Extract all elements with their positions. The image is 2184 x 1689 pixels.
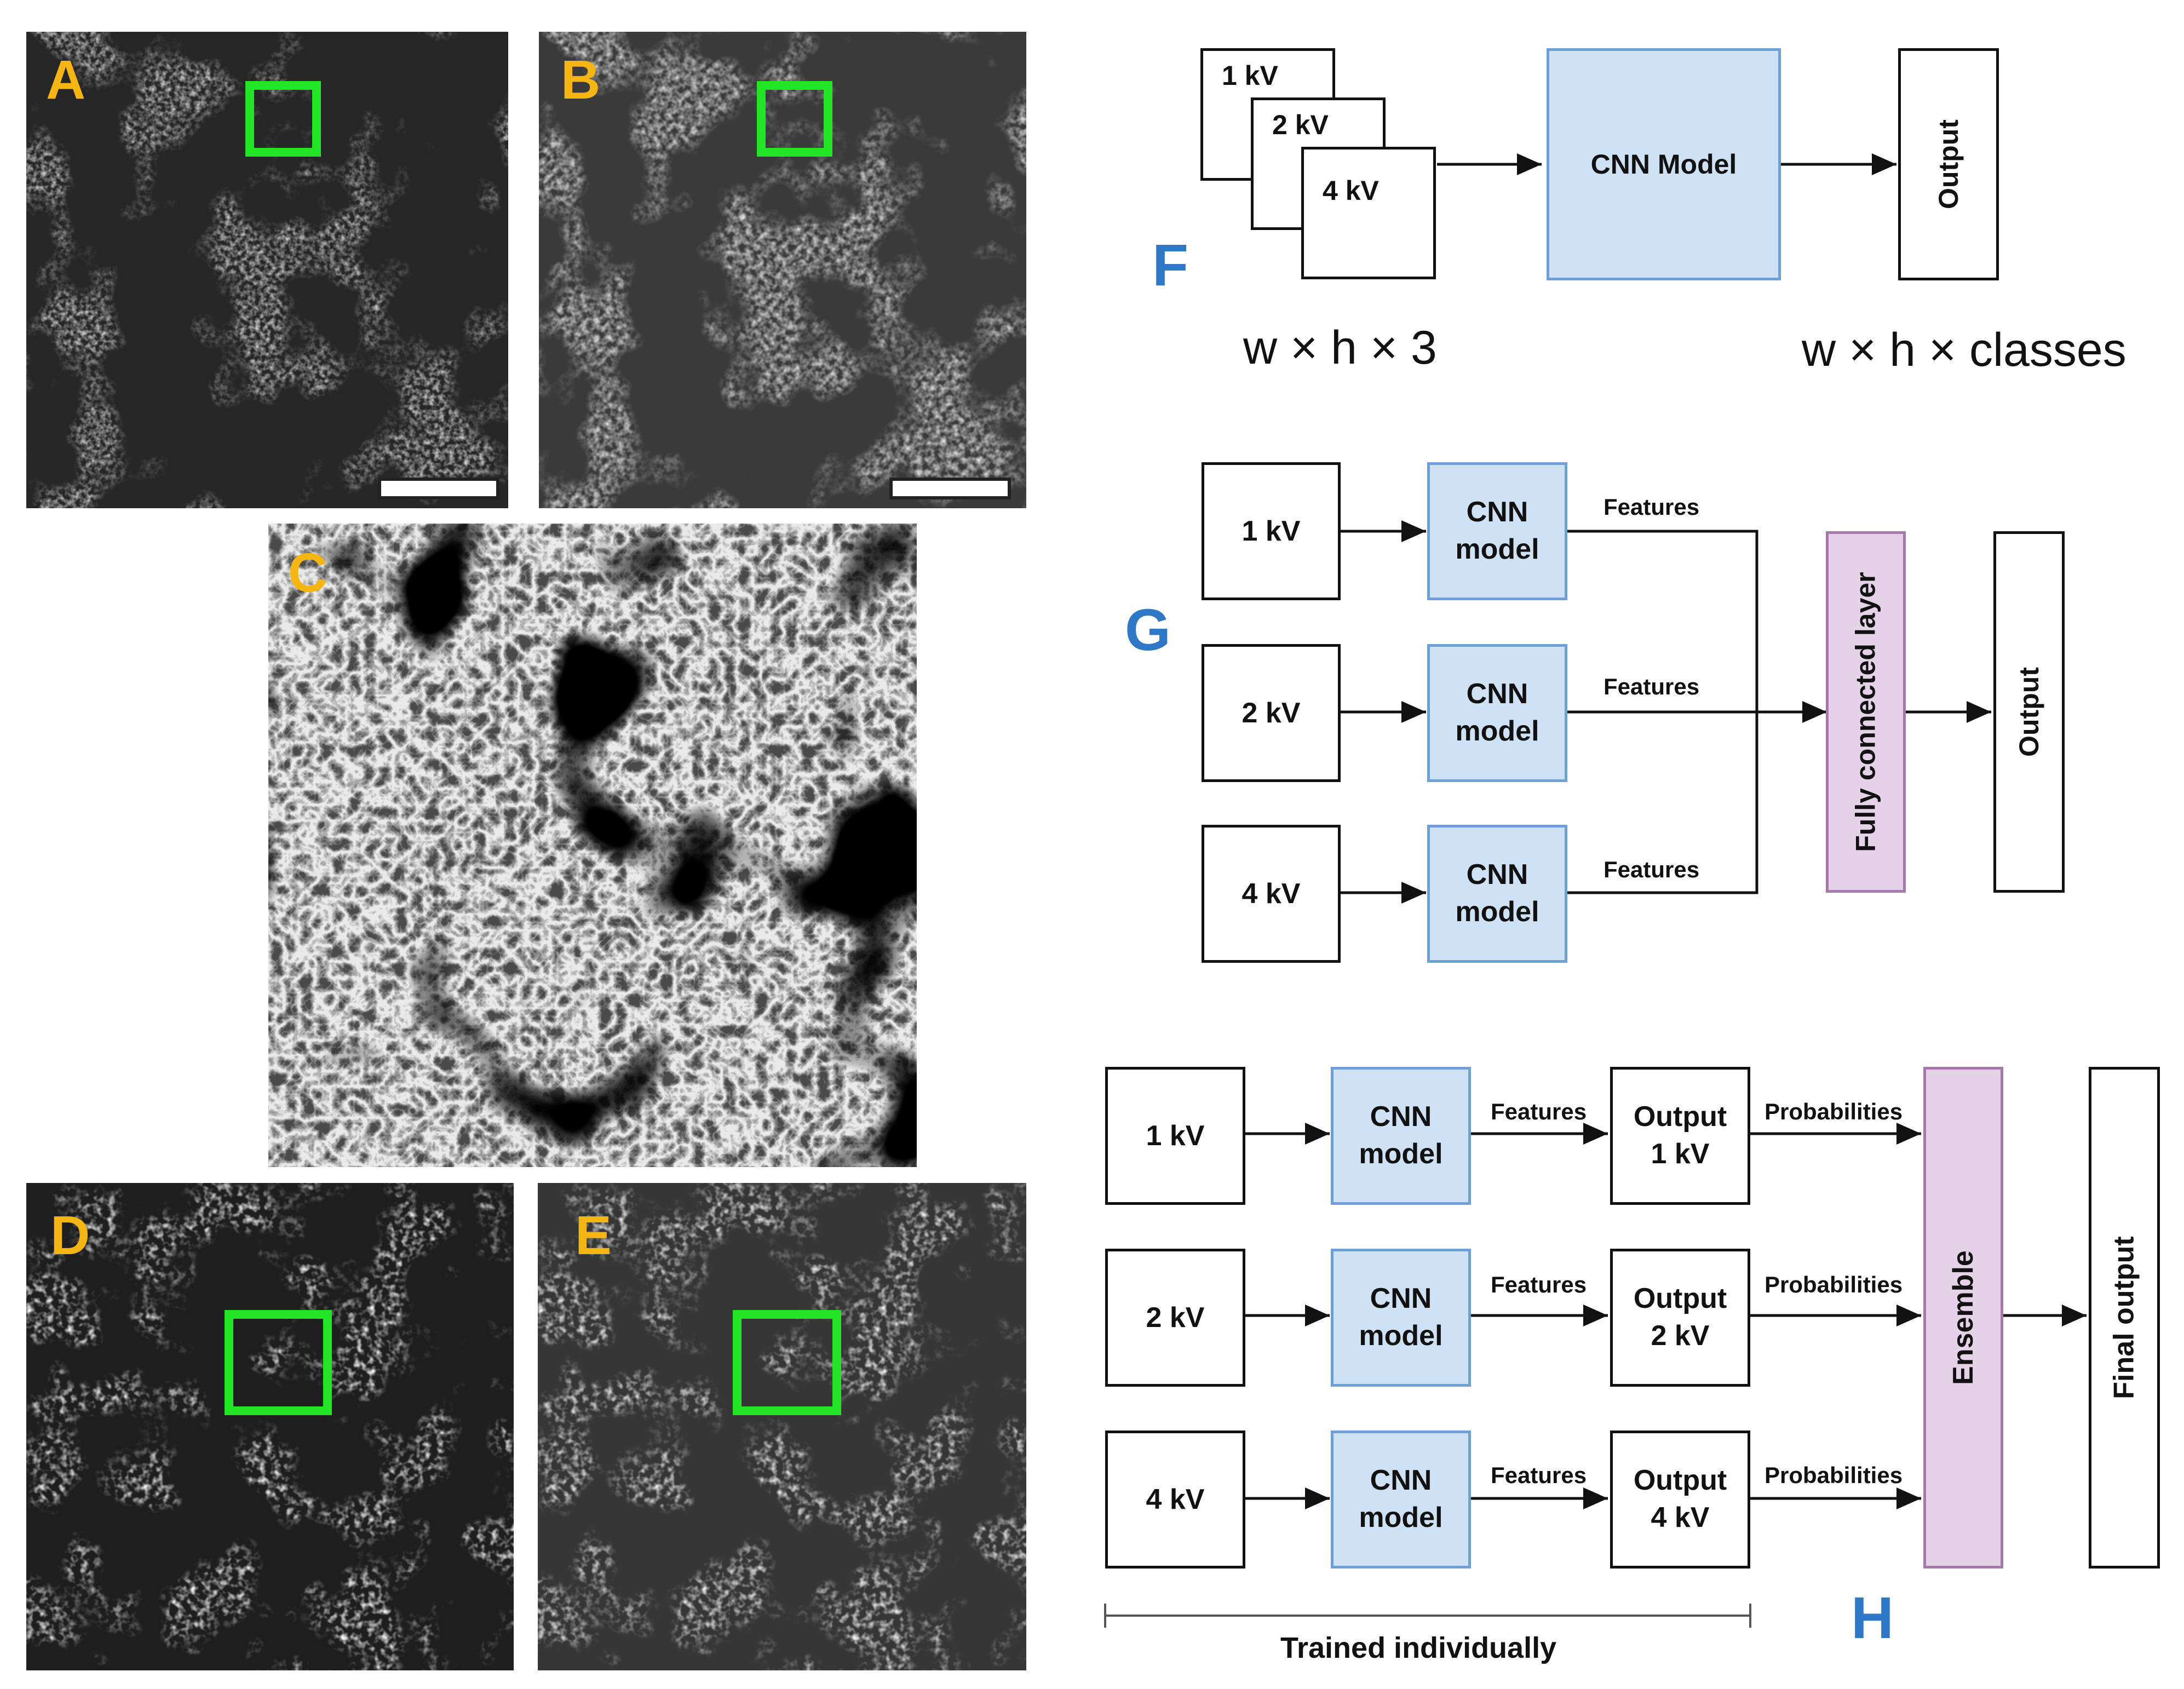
roi-box-e [733, 1310, 841, 1415]
panel-label-b: B [561, 49, 601, 111]
h-output-2kv: Output 2 kV [1610, 1249, 1750, 1387]
g-output: Output [1993, 531, 2065, 893]
h-final-output-label: Final output [2108, 1236, 2141, 1399]
h-features-label-2: Features [1491, 1272, 1587, 1297]
micrograph-d-image [26, 1183, 514, 1670]
micrograph-a-image [26, 32, 508, 508]
h-probabilities-label-2: Probabilities [1765, 1272, 1903, 1297]
f-input-2kv-label: 2 kV [1272, 110, 1329, 140]
g-cnn-model-1-line2: model [1455, 533, 1539, 565]
h-input-2kv: 2 kV [1105, 1249, 1245, 1387]
panel-label-a: A [46, 49, 86, 111]
h-input-2kv-label: 2 kV [1146, 1302, 1205, 1334]
h-output-1kv: Output 1 kV [1610, 1067, 1750, 1205]
h-output-1kv-line1: Output [1633, 1101, 1727, 1133]
micrograph-panel-a [26, 32, 508, 508]
h-input-4kv-label: 4 kV [1146, 1484, 1205, 1515]
g-fully-connected-layer-label: Fully connected layer [1850, 572, 1881, 852]
h-output-2kv-line1: Output [1633, 1283, 1727, 1315]
roi-box-b [757, 81, 832, 157]
h-cnn-model-4-line2: model [1359, 1502, 1443, 1533]
h-features-label-4: Features [1491, 1462, 1587, 1488]
micrograph-panel-e [538, 1183, 1026, 1670]
h-input-1kv: 1 kV [1105, 1067, 1245, 1205]
g-input-4kv-label: 4 kV [1242, 878, 1301, 910]
g-cnn-model-2-line1: CNN [1466, 678, 1528, 710]
diagram-label-h: H [1851, 1584, 1894, 1651]
micrograph-panel-c [268, 524, 917, 1167]
scale-bar-b [889, 478, 1011, 499]
g-cnn-model-1: CNN model [1427, 462, 1567, 600]
g-input-1kv-label: 1 kV [1242, 515, 1301, 547]
micrograph-panel-b [539, 32, 1026, 508]
micrograph-e-image [538, 1183, 1026, 1670]
g-output-label: Output [2014, 667, 2045, 757]
h-final-output: Final output [2089, 1067, 2160, 1569]
g-cnn-model-4-line2: model [1455, 896, 1539, 928]
roi-box-d [225, 1310, 332, 1415]
h-probabilities-label-1: Probabilities [1765, 1099, 1903, 1124]
f-input-4kv: 4 kV [1301, 147, 1436, 279]
h-output-1kv-line2: 1 kV [1651, 1138, 1710, 1170]
h-cnn-model-2-line1: CNN [1370, 1283, 1432, 1315]
g-input-1kv: 1 kV [1202, 462, 1341, 600]
scale-bar-a [378, 478, 499, 499]
g-features-label-2: Features [1603, 674, 1700, 699]
diagram-label-g: G [1125, 596, 1171, 663]
micrograph-b-image [539, 32, 1026, 508]
g-cnn-model-2-line2: model [1455, 715, 1539, 747]
h-probabilities-label-4: Probabilities [1765, 1462, 1903, 1488]
h-output-2kv-line2: 2 kV [1651, 1320, 1710, 1352]
f-input-4kv-label: 4 kV [1323, 175, 1379, 206]
h-cnn-model-2: CNN model [1331, 1249, 1471, 1387]
h-input-1kv-label: 1 kV [1146, 1120, 1205, 1152]
panel-label-c: C [288, 542, 328, 604]
g-cnn-model-4: CNN model [1427, 825, 1567, 963]
g-features-label-1: Features [1603, 494, 1700, 520]
diagram-label-f: F [1152, 232, 1188, 298]
micrograph-panel-d [26, 1183, 514, 1670]
h-output-4kv: Output 4 kV [1610, 1431, 1750, 1569]
micrograph-c-image [268, 524, 917, 1167]
roi-box-a [245, 81, 321, 157]
g-features-label-4: Features [1603, 857, 1700, 882]
f-cnn-model: CNN Model [1547, 48, 1781, 280]
h-features-label-1: Features [1491, 1099, 1587, 1124]
f-output-label: Output [1933, 119, 1964, 209]
h-output-4kv-line2: 4 kV [1651, 1502, 1710, 1533]
g-cnn-model-4-line1: CNN [1466, 859, 1528, 891]
h-ensemble: Ensemble [1923, 1067, 2003, 1569]
h-output-4kv-line1: Output [1633, 1464, 1727, 1497]
h-trained-bracket [1104, 1604, 1751, 1628]
h-ensemble-label: Ensemble [1947, 1250, 1979, 1385]
h-input-4kv: 4 kV [1105, 1431, 1245, 1569]
h-cnn-model-1: CNN model [1331, 1067, 1471, 1205]
h-cnn-model-4: CNN model [1331, 1431, 1471, 1569]
h-cnn-model-4-line1: CNN [1370, 1464, 1432, 1497]
h-cnn-model-1-line2: model [1359, 1138, 1443, 1170]
f-output: Output [1898, 48, 1999, 280]
g-fully-connected-layer: Fully connected layer [1826, 531, 1906, 893]
f-cnn-model-label: CNN Model [1590, 149, 1737, 180]
h-cnn-model-1-line1: CNN [1370, 1101, 1432, 1133]
g-input-2kv-label: 2 kV [1242, 697, 1301, 729]
h-cnn-model-2-line2: model [1359, 1320, 1443, 1352]
panel-label-e: E [575, 1205, 612, 1266]
panel-label-d: D [50, 1205, 90, 1266]
f-input-1kv-label: 1 kV [1222, 60, 1278, 91]
g-input-2kv: 2 kV [1202, 644, 1341, 782]
f-output-dims: w × h × classes [1802, 324, 2126, 376]
f-input-dims: w × h × 3 [1243, 321, 1437, 374]
g-input-4kv: 4 kV [1202, 825, 1341, 963]
h-trained-individually-label: Trained individually [1280, 1631, 1557, 1664]
g-cnn-model-1-line1: CNN [1466, 496, 1528, 528]
g-cnn-model-2: CNN model [1427, 644, 1567, 782]
